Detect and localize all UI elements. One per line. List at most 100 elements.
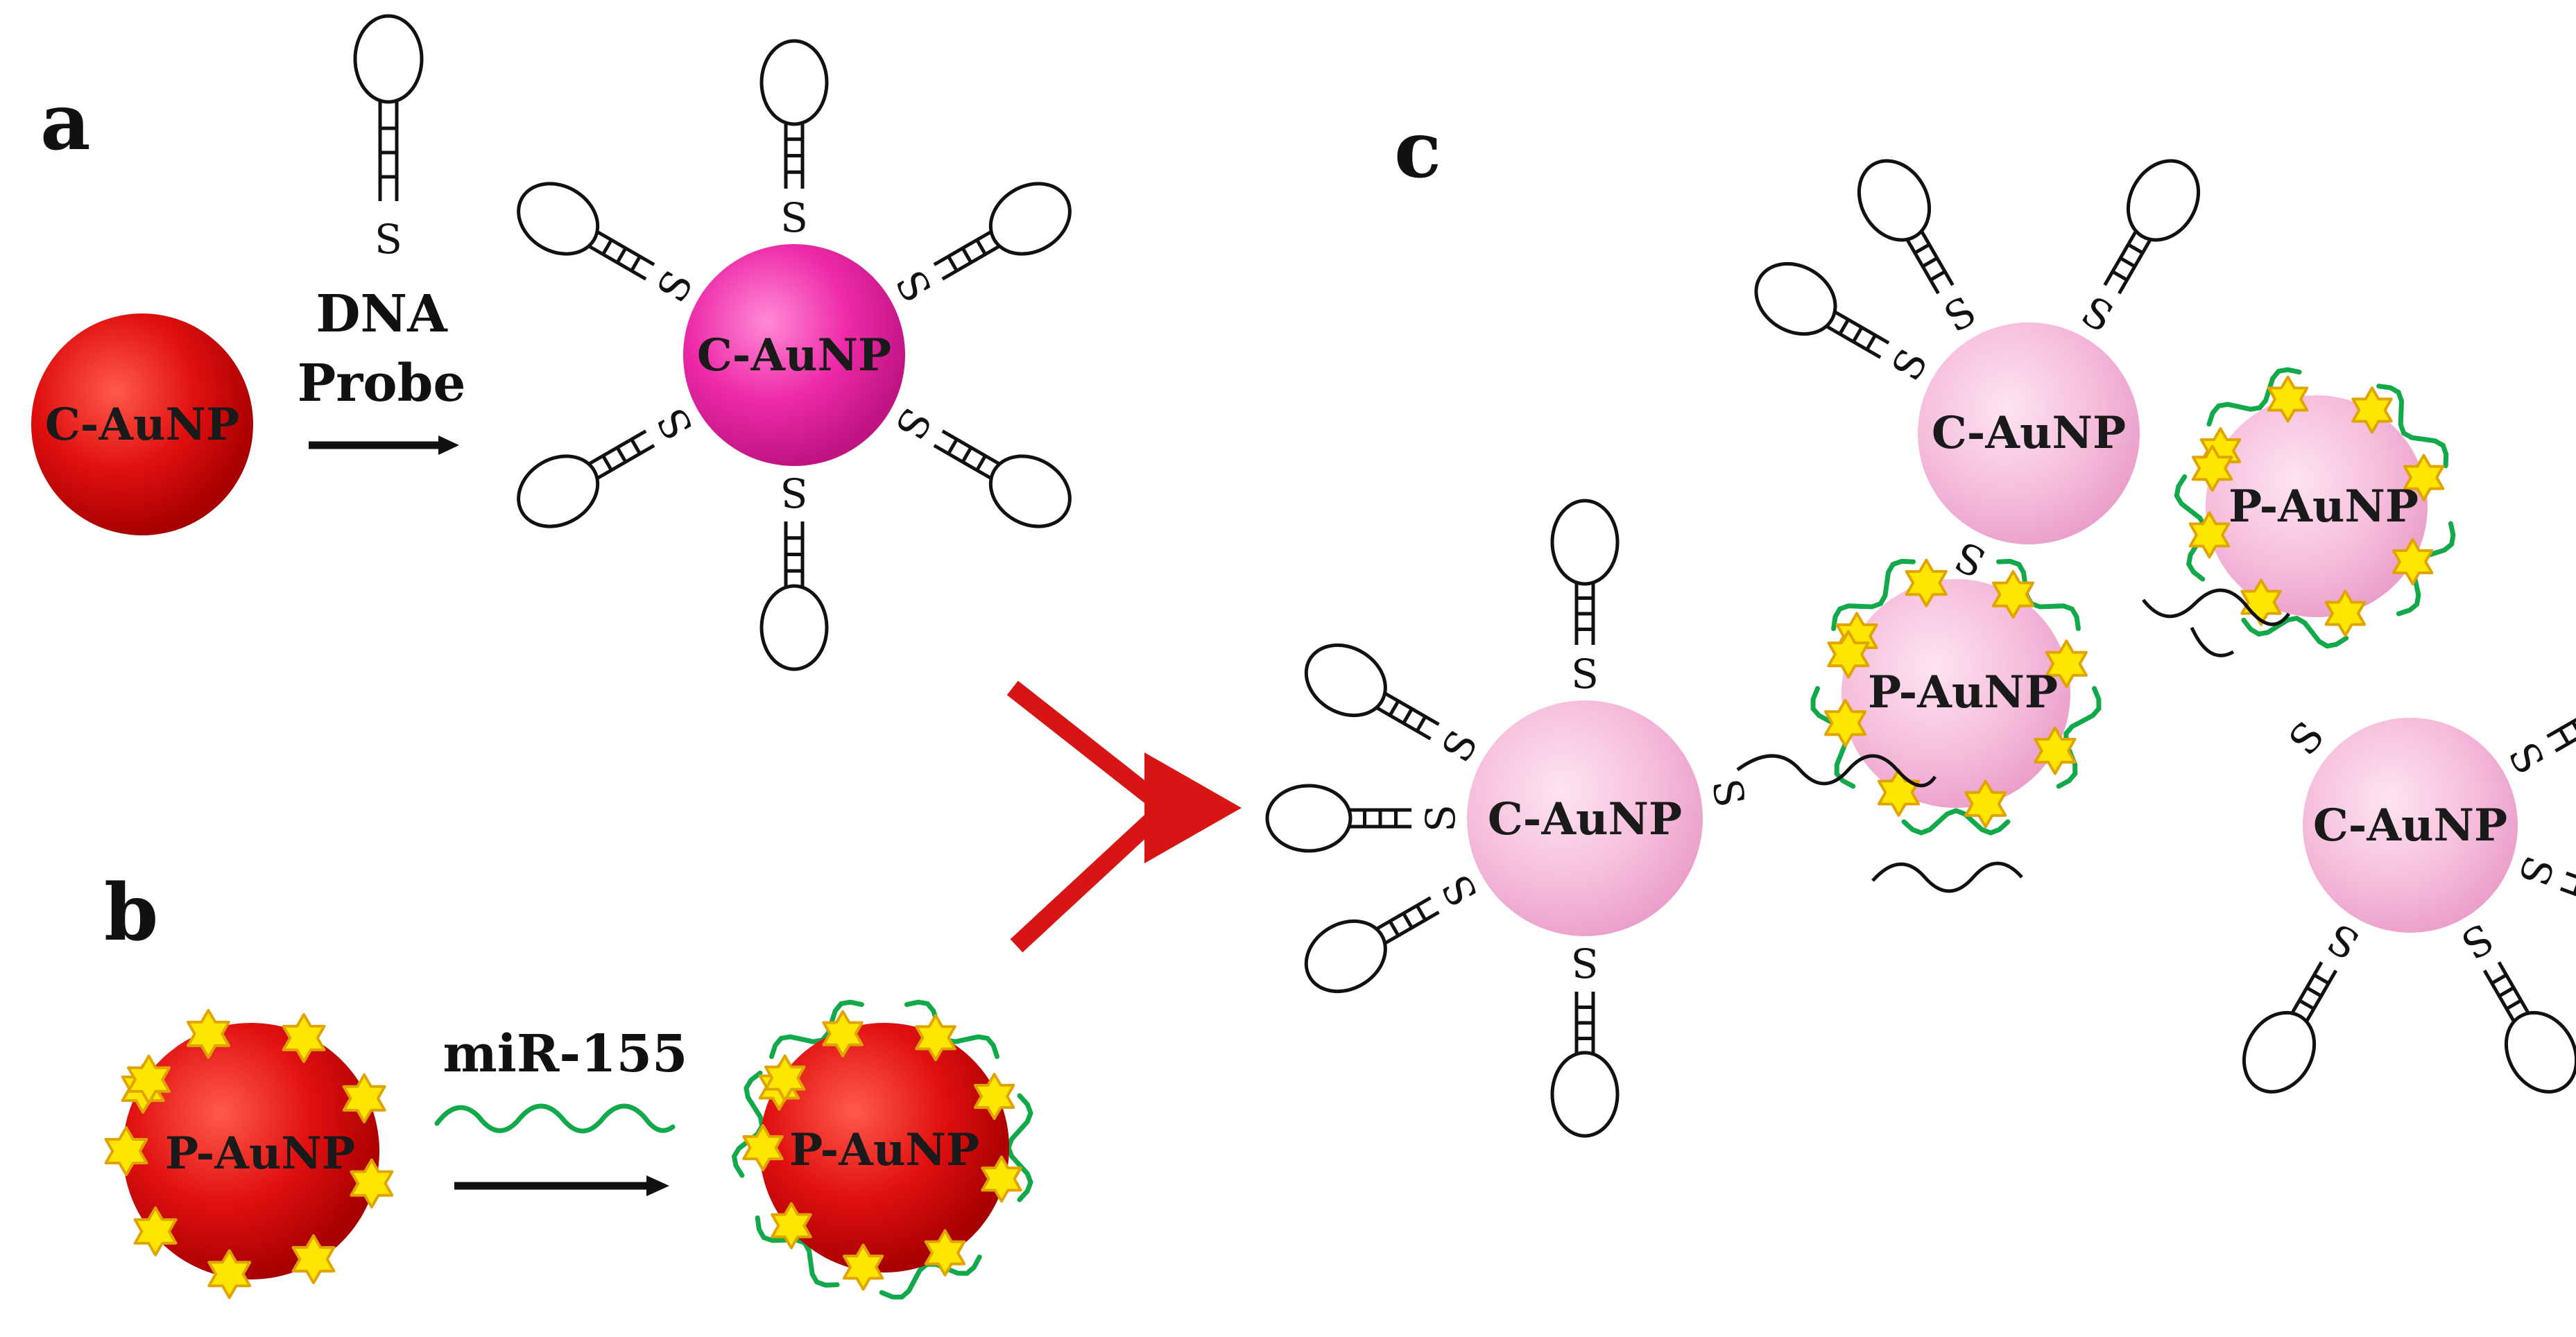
hairpin-probe: S [759,469,829,671]
hybrid-duplex-4 [2190,626,2235,657]
probe-star [2324,589,2367,637]
hairpin-probe: S [1857,159,1984,342]
sulfur-label: S [1571,650,1599,698]
mir-155-bound-strand [2206,367,2302,427]
dna-probe-free: S [353,14,424,263]
merge-arrow [1006,680,1242,953]
sulfur-label: S [375,216,402,263]
probe-star [187,1008,230,1059]
mir-155-strand [434,1103,676,1134]
p-aunp-bound-label: P-AuNP [789,1124,979,1176]
hairpin-probe: S [2242,914,2367,1094]
p-aunp-bound: P-AuNP [731,999,1033,1300]
hairpin-probe: S [1304,643,1487,770]
hybrid-duplex-2 [1871,861,2023,893]
probe-star [133,1206,178,1257]
mir-155-bound-strand [2056,686,2102,789]
hairpin-probe: S [2074,159,2201,342]
sulfur-label: S [2499,734,2554,782]
hairpin-probe: S [886,182,1072,310]
p-aunp-bare: P-AuNP [104,1008,394,1300]
mir-155-bound-strand [1831,558,1916,631]
sulfur-label: S [1571,939,1599,986]
sulfur-label: S [2509,850,2563,892]
probe-star [2191,445,2233,492]
probe-star [2351,386,2393,434]
sulfur-label: S [780,469,808,516]
mir-label: miR-155 [443,1024,687,1084]
arrow-b [454,1175,669,1196]
probe-star [1964,779,2007,829]
probe-star [981,1155,1022,1203]
sulfur-label: S [1432,723,1487,770]
p-aunp-aggregate-1-label: P-AuNP [1868,666,2058,718]
c-aunp-aggregate-left-label: C-AuNP [1488,793,1682,845]
c-aunp-functionalized-label: C-AuNP [697,329,891,381]
panel-label-c: c [1394,105,1441,196]
c-aunp-functionalized: S S S S S S C-AuNP [517,39,1072,671]
probe-star [1905,558,1948,607]
c-aunp-aggregate-right-label: C-AuNP [2313,800,2507,852]
p-aunp-aggregate-1: P-AuNP [1810,558,2102,836]
probe-star [291,1234,336,1284]
sulfur-label: S [1948,532,1993,586]
probe-star [822,1010,864,1058]
probe-star [1991,570,2035,619]
hybrid-duplex-1 [1736,754,1937,788]
c-aunp-bare-label: C-AuNP [45,399,239,451]
hairpin-probe: S [1550,499,1620,698]
panel-label-a: a [40,77,91,168]
probe-star [350,1158,394,1209]
probe-star [2188,511,2231,559]
probe-star [742,1124,784,1171]
probe-star [104,1126,148,1176]
probe-star [127,1054,171,1105]
mir-155-bound-strand [2241,615,2349,649]
probe-star [282,1012,326,1063]
sulfur-label: S [2319,914,2367,969]
sulfur-label: S [2074,287,2121,342]
probe-label: Probe [298,354,466,413]
probe-star [1827,630,1870,679]
probe-star [2034,726,2077,775]
hairpin-probe: S [1304,867,1487,994]
probe-star [915,1014,956,1062]
sulfur-label: S [648,263,703,310]
probe-star [842,1243,884,1291]
panel-label-b: b [104,868,158,958]
hairpin-probe: S [759,39,829,241]
panel-b: P-AuNP miR-155 P-AuNP [104,999,1033,1300]
sulfur-label: S [1417,804,1464,832]
c-aunp-aggregate-top-label: C-AuNP [1932,407,2126,459]
sulfur-label: S [2453,914,2500,969]
sulfur-label: S [1937,287,1984,342]
probe-star [771,1202,812,1250]
sulfur-label: S [1432,867,1487,914]
hairpin-probe: S [2453,914,2576,1094]
hairpin-probe: S [517,400,703,528]
mir-155-bound-strand [1901,808,2011,836]
probe-star [764,1054,806,1102]
probe-star [924,1229,966,1277]
probe-star [2403,454,2445,501]
mir-155-bound-strand [2376,383,2449,469]
p-aunp-aggregate-2: P-AuNP [2174,367,2456,649]
arrow-a [309,435,459,455]
hybrid-duplex-3 [2142,588,2291,626]
hairpin-probe: S [517,182,703,310]
hairpin-probe: S [886,400,1072,528]
c-aunp-magenta [683,244,905,466]
hairpin-probe: S [2509,850,2576,897]
probe-star [973,1073,1015,1120]
hairpin-probe: S [1265,784,1464,853]
probe-star [2267,375,2309,423]
sulfur-label: S [2280,713,2334,764]
sulfur-label: S [886,263,941,310]
hairpin-probe: S [2499,718,2576,782]
probe-star [2045,639,2088,689]
